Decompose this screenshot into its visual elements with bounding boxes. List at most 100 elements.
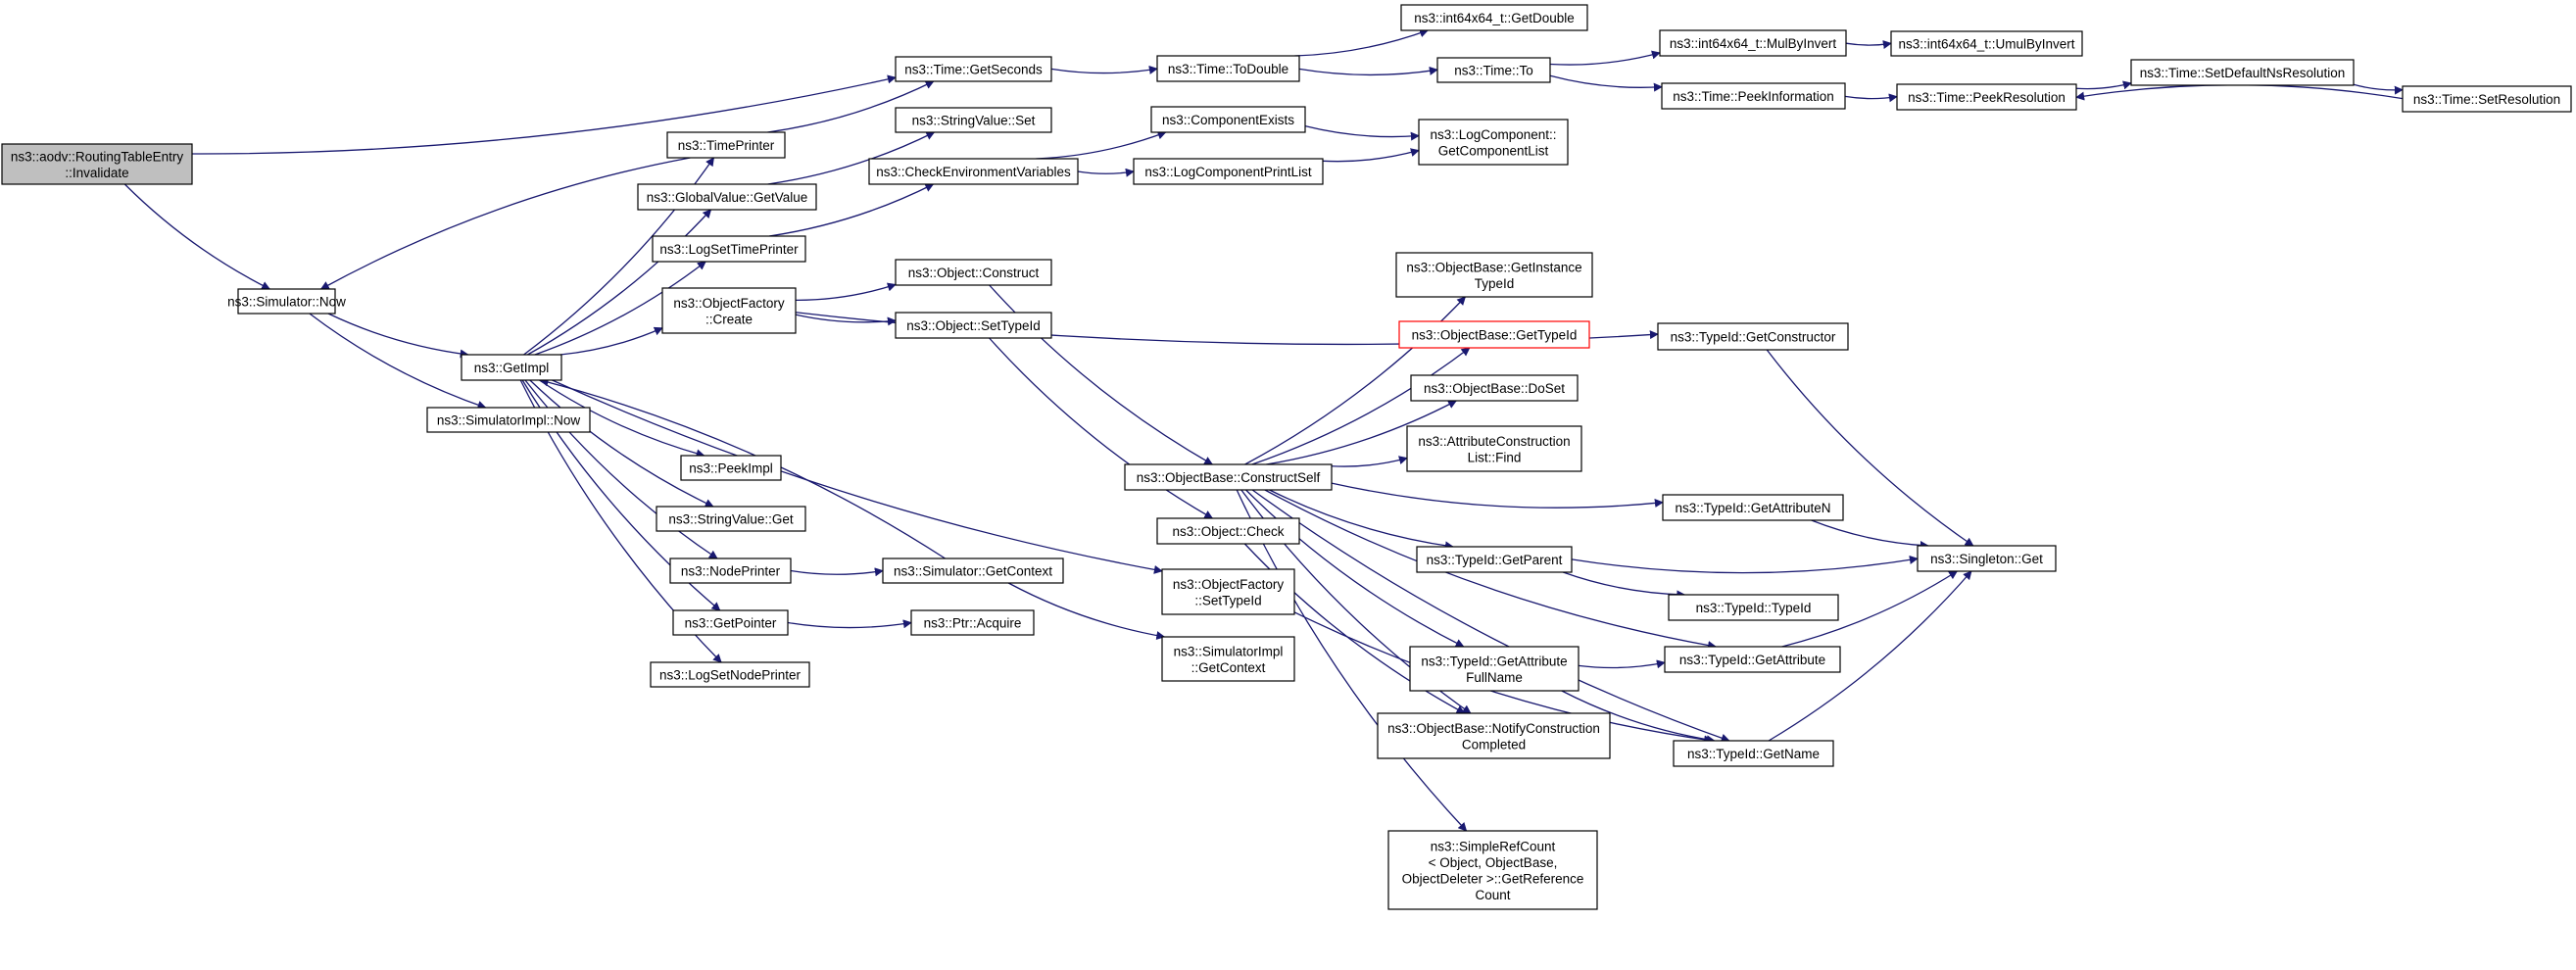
node-int64_get_double[interactable]: ns3::int64x64_t::GetDouble xyxy=(1400,4,1588,31)
node-singleton_get[interactable]: ns3::Singleton::Get xyxy=(1917,545,2057,572)
node-typeid_get_constructor[interactable]: ns3::TypeId::GetConstructor xyxy=(1657,322,1849,351)
node-ob_doset[interactable]: ns3::ObjectBase::DoSet xyxy=(1410,374,1579,402)
node-box[interactable] xyxy=(637,183,817,211)
node-stringvalue_set[interactable]: ns3::StringValue::Set xyxy=(895,107,1052,133)
node-box[interactable] xyxy=(1409,646,1580,692)
node-objfactory_create[interactable]: ns3::ObjectFactory::Create xyxy=(661,287,797,334)
node-time_to_double[interactable]: ns3::Time::ToDouble xyxy=(1156,55,1300,82)
node-box[interactable] xyxy=(910,609,1035,636)
node-component_exists[interactable]: ns3::ComponentExists xyxy=(1150,106,1306,133)
node-box[interactable] xyxy=(895,107,1052,133)
node-peek_impl[interactable]: ns3::PeekImpl xyxy=(680,455,782,481)
node-node_printer[interactable]: ns3::NodePrinter xyxy=(669,558,792,584)
node-int64_mul_by_invert[interactable]: ns3::int64x64_t::MulByInvert xyxy=(1659,29,1847,57)
node-sim_get_context[interactable]: ns3::Simulator::GetContext xyxy=(882,558,1064,584)
node-box[interactable] xyxy=(1156,55,1300,82)
node-box[interactable] xyxy=(1150,106,1306,133)
node-box[interactable] xyxy=(1156,517,1300,545)
node-time_printer[interactable]: ns3::TimePrinter xyxy=(666,131,786,159)
node-objectbase_construct_self[interactable]: ns3::ObjectBase::ConstructSelf xyxy=(1124,463,1333,491)
node-box[interactable] xyxy=(650,661,810,688)
node-log_component_print_list[interactable]: ns3::LogComponentPrintList xyxy=(1133,158,1324,185)
node-box[interactable] xyxy=(1661,82,1846,110)
node-box[interactable] xyxy=(461,354,562,381)
node-box[interactable] xyxy=(661,287,797,334)
node-ptr_acquire[interactable]: ns3::Ptr::Acquire xyxy=(910,609,1035,636)
node-box[interactable] xyxy=(1917,545,2057,572)
node-time_peek_resolution[interactable]: ns3::Time::PeekResolution xyxy=(1896,83,2077,111)
node-box[interactable] xyxy=(1416,546,1573,573)
node-time_peek_information[interactable]: ns3::Time::PeekInformation xyxy=(1661,82,1846,110)
node-box[interactable] xyxy=(882,558,1064,584)
node-box[interactable] xyxy=(1161,568,1295,615)
node-box[interactable] xyxy=(895,259,1052,286)
node-simimpl_get_context[interactable]: ns3::SimulatorImpl::GetContext xyxy=(1161,636,1295,682)
node-box[interactable] xyxy=(656,506,806,532)
node-box[interactable] xyxy=(895,56,1052,82)
node-box[interactable] xyxy=(1664,646,1841,673)
node-box[interactable] xyxy=(1896,83,2077,111)
node-box[interactable] xyxy=(652,235,806,263)
node-box[interactable] xyxy=(1161,636,1295,682)
node-get_pointer[interactable]: ns3::GetPointer xyxy=(672,609,789,636)
node-time_set_resolution[interactable]: ns3::Time::SetResolution xyxy=(2402,85,2572,113)
node-box[interactable] xyxy=(1400,4,1588,31)
node-box[interactable] xyxy=(1436,57,1551,83)
node-check_env_vars[interactable]: ns3::CheckEnvironmentVariables xyxy=(868,158,1079,185)
node-box[interactable] xyxy=(426,407,591,433)
node-box[interactable] xyxy=(1659,29,1847,57)
node-ob_notify_construction_completed[interactable]: ns3::ObjectBase::NotifyConstructionCompl… xyxy=(1377,712,1611,759)
node-objfactory_set_typeid[interactable]: ns3::ObjectFactory::SetTypeId xyxy=(1161,568,1295,615)
node-time_set_default_ns_resolution[interactable]: ns3::Time::SetDefaultNsResolution xyxy=(2130,59,2355,86)
node-log_set_time_printer[interactable]: ns3::LogSetTimePrinter xyxy=(652,235,806,263)
node-box[interactable] xyxy=(2130,59,2355,86)
node-time_to[interactable]: ns3::Time::To xyxy=(1436,57,1551,83)
node-ob_get_typeid[interactable]: ns3::ObjectBase::GetTypeId xyxy=(1398,320,1590,349)
node-box[interactable] xyxy=(868,158,1079,185)
node-stringvalue_get[interactable]: ns3::StringValue::Get xyxy=(656,506,806,532)
node-box[interactable] xyxy=(1410,374,1579,402)
node-object_check[interactable]: ns3::Object::Check xyxy=(1156,517,1300,545)
node-simple_ref_count[interactable]: ns3::SimpleRefCount< Object, ObjectBase,… xyxy=(1387,830,1598,910)
node-object_construct[interactable]: ns3::Object::Construct xyxy=(895,259,1052,286)
node-box[interactable] xyxy=(237,288,336,315)
node-log_get_component_list[interactable]: ns3::LogComponent::GetComponentList xyxy=(1418,119,1569,166)
node-time_get_seconds[interactable]: ns3::Time::GetSeconds xyxy=(895,56,1052,82)
node-box[interactable] xyxy=(1124,463,1333,491)
node-box[interactable] xyxy=(1398,320,1590,349)
node-box[interactable] xyxy=(672,609,789,636)
node-box[interactable] xyxy=(895,312,1052,339)
node-box[interactable] xyxy=(1,143,193,185)
node-log_set_node_printer[interactable]: ns3::LogSetNodePrinter xyxy=(650,661,810,688)
node-box[interactable] xyxy=(2402,85,2572,113)
node-box[interactable] xyxy=(1395,252,1593,298)
node-box[interactable] xyxy=(680,455,782,481)
node-object_set_typeid[interactable]: ns3::Object::SetTypeId xyxy=(895,312,1052,339)
node-box[interactable] xyxy=(1406,425,1582,472)
node-box[interactable] xyxy=(669,558,792,584)
node-box[interactable] xyxy=(666,131,786,159)
node-box[interactable] xyxy=(1673,740,1834,767)
node-box[interactable] xyxy=(1418,119,1569,166)
node-box[interactable] xyxy=(1662,494,1844,521)
node-typeid_typeid[interactable]: ns3::TypeId::TypeId xyxy=(1668,594,1839,621)
node-gv_getvalue[interactable]: ns3::GlobalValue::GetValue xyxy=(637,183,817,211)
node-box[interactable] xyxy=(1387,830,1598,910)
node-typeid_get_parent[interactable]: ns3::TypeId::GetParent xyxy=(1416,546,1573,573)
node-invalidate[interactable]: ns3::aodv::RoutingTableEntry::Invalidate xyxy=(1,143,193,185)
node-box[interactable] xyxy=(1377,712,1611,759)
node-typeid_get_name[interactable]: ns3::TypeId::GetName xyxy=(1673,740,1834,767)
node-box[interactable] xyxy=(1668,594,1839,621)
node-typeid_get_attribute[interactable]: ns3::TypeId::GetAttribute xyxy=(1664,646,1841,673)
node-simimpl_now[interactable]: ns3::SimulatorImpl::Now xyxy=(426,407,591,433)
node-sim_now[interactable]: ns3::Simulator::Now xyxy=(227,288,346,315)
node-box[interactable] xyxy=(1657,322,1849,351)
node-box[interactable] xyxy=(1133,158,1324,185)
node-int64_umul_by_invert[interactable]: ns3::int64x64_t::UmulByInvert xyxy=(1890,30,2083,57)
node-typeid_get_attribute_n[interactable]: ns3::TypeId::GetAttributeN xyxy=(1662,494,1844,521)
node-box[interactable] xyxy=(1890,30,2083,57)
node-get_impl[interactable]: ns3::GetImpl xyxy=(461,354,562,381)
